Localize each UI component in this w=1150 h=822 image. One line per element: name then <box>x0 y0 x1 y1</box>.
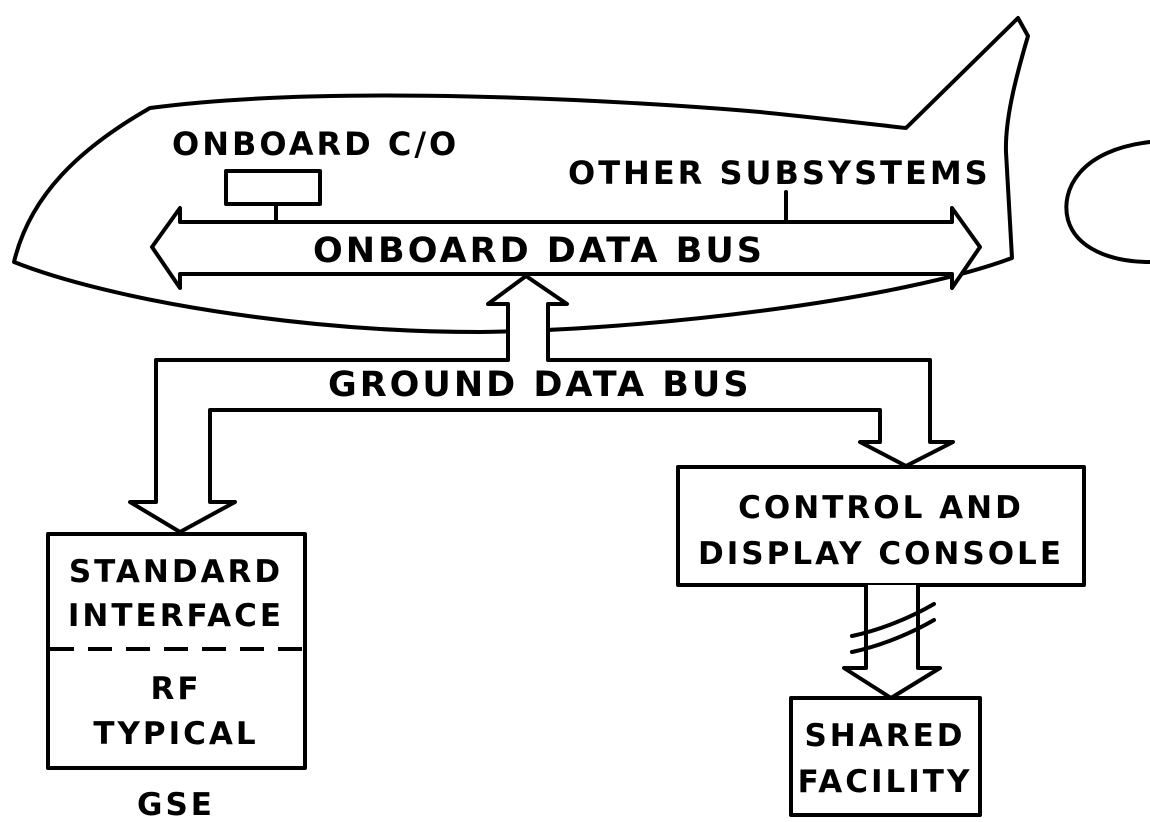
ground-data-bus-arrow <box>128 274 955 534</box>
shared-facility-label-line1: SHARED <box>804 718 965 754</box>
rf-typical-label-line1: RF <box>150 671 201 707</box>
control-display-label-line2: DISPLAY CONSOLE <box>698 536 1064 572</box>
standard-interface-label-line1: STANDARD <box>69 554 283 590</box>
onboard-checkout-label: ONBOARD C/O <box>172 125 459 163</box>
shared-facility-box <box>789 696 982 817</box>
standard-interface-label-line2: INTERFACE <box>68 598 284 634</box>
engine-nozzle-outline <box>1064 140 1150 264</box>
standard-interface-box <box>46 532 307 770</box>
rf-typical-label-line2: TYPICAL <box>93 716 258 752</box>
onboard-data-bus-label: ONBOARD DATA BUS <box>313 231 765 271</box>
arrow-break-mark-lower <box>850 618 936 654</box>
orbiter-fuselage-outline <box>12 16 1030 334</box>
ground-data-bus-label: GROUND DATA BUS <box>328 365 752 405</box>
arrow-break-mark-upper <box>850 602 936 638</box>
shared-facility-label-line2: FACILITY <box>798 764 973 800</box>
other-subsystems-label: OTHER SUBSYSTEMS <box>568 154 991 192</box>
onboard-data-bus-arrow <box>150 206 982 290</box>
gse-label: GSE <box>137 787 215 822</box>
onboard-checkout-box <box>224 169 322 206</box>
control-display-label-line1: CONTROL AND <box>738 490 1024 526</box>
